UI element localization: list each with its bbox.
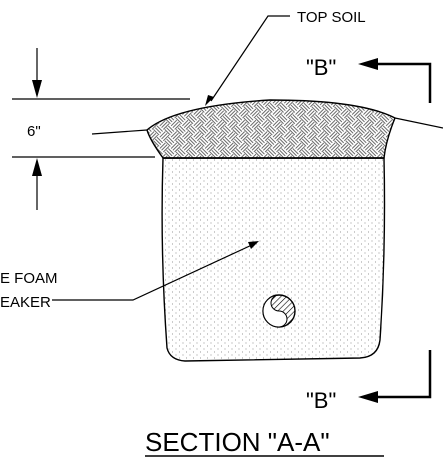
foam-label-line2: EAKER <box>0 294 51 311</box>
section-ref-top: "B" <box>306 55 336 80</box>
foam-label-line1: E FOAM <box>0 270 58 287</box>
ground-line-left <box>91 129 148 135</box>
top-soil-label: TOP SOIL <box>297 9 366 26</box>
foam-backfill <box>161 157 386 362</box>
top-soil-leader <box>205 15 290 106</box>
ground-line-right <box>394 117 443 129</box>
section-ref-bottom: "B" <box>306 388 336 413</box>
depth-label: 6" <box>27 123 41 140</box>
section-marker-top <box>358 58 432 103</box>
depth-dimension <box>12 48 190 210</box>
pipe-symbol <box>262 294 296 328</box>
top-soil-layer <box>146 99 396 159</box>
foam-leader <box>52 241 259 301</box>
section-title: SECTION "A-A" <box>145 427 330 457</box>
section-marker-bottom <box>358 350 432 403</box>
